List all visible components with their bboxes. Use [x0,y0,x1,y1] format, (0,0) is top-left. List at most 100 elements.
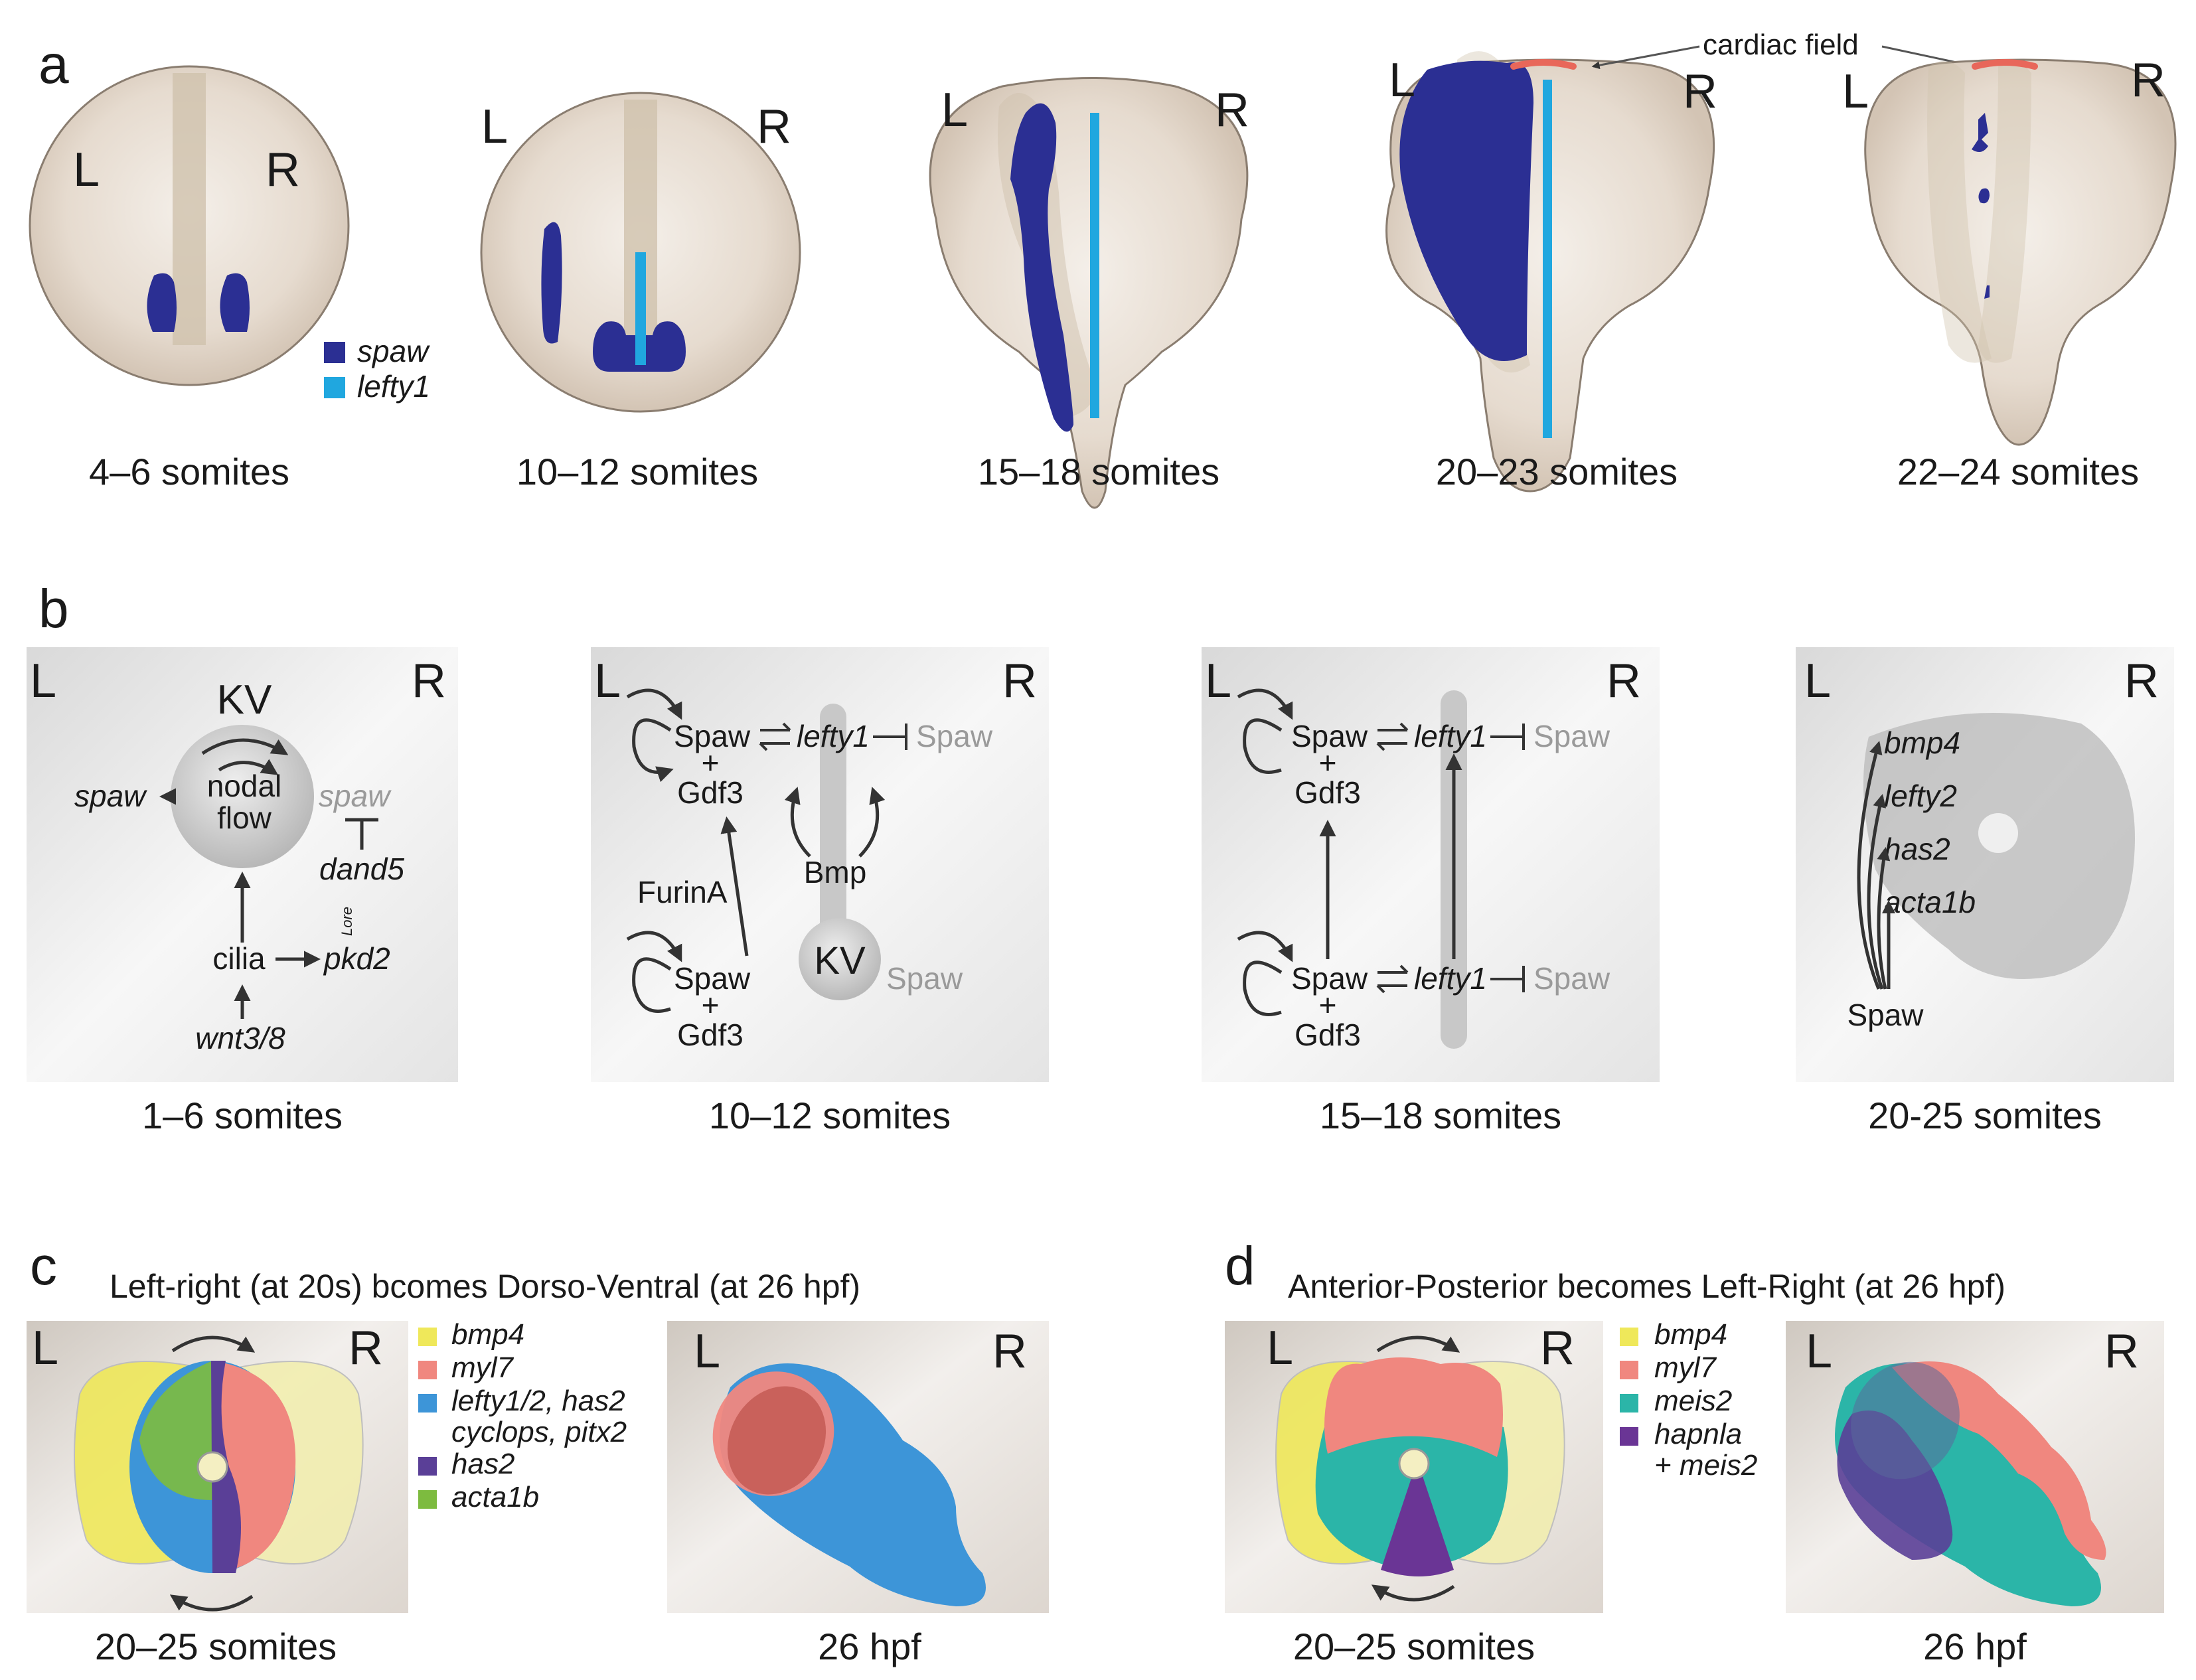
spaw-bottom: Spaw [1291,961,1368,996]
cardiac-field-label: cardiac field [1703,29,1859,61]
flow-arrow-lower [218,759,279,775]
kv-label: KV [217,677,272,723]
exchange-arrow-top [1376,722,1409,751]
right-label: R [2124,654,2159,708]
spaw-to-has2-arrow [1877,847,1891,990]
left-label: L [1806,1325,1832,1378]
rotation-arrow-bottom [169,1594,254,1612]
legend-label-d-hapnla: hapnla [1654,1418,1742,1450]
right-label: R [2104,1325,2139,1378]
legend-label-d-meis2-b: + meis2 [1654,1449,1757,1482]
pkd2-label: pkd2 [323,941,390,976]
legend-label-c-has2: has2 [451,1448,514,1480]
left-label: L [694,1325,720,1378]
embryo-a2 [480,92,801,413]
lore-label: Lore [339,907,355,936]
legend-swatch-d-myl7 [1620,1361,1638,1379]
stage-label-b3: 15–18 somites [1320,1095,1561,1136]
embryo-a4 [1385,51,1715,493]
kv-label: KV [814,939,866,982]
right-label: R [1002,654,1037,708]
stage-label-a2: 10–12 somites [516,451,758,493]
embryo-a5 [1864,58,2177,446]
stage-label-a3: 15–18 somites [978,451,1219,493]
right-label: R [1540,1322,1575,1375]
spaw-top: Spaw [674,719,751,753]
exchange-arrow-bottom [1376,964,1409,994]
legend-label-spaw: spaw [357,334,430,368]
legend-swatch-d-hapnla [1620,1427,1638,1446]
flow-label: flow [217,801,272,835]
right-label: R [992,1325,1027,1378]
panel-d-title: Anterior-Posterior becomes Left-Right (a… [1288,1268,2005,1305]
left-label: L [30,654,56,708]
panel-label-d: d [1225,1236,1255,1296]
heart-lumen [1978,813,2018,853]
legend-label-d-meis2: meis2 [1654,1385,1732,1417]
cardiac-field-pointer-left [1591,45,1700,70]
target-acta1b: acta1b [1884,885,1976,919]
furin-arrow [720,816,749,956]
right-label: R [2131,54,2165,107]
stage-label-d2: 26 hpf [1923,1626,2027,1667]
spaw-left: spaw [74,779,147,813]
left-label: L [32,1322,58,1375]
stage-label-b4: 20-25 somites [1868,1095,2102,1136]
dand5-label: dand5 [319,852,404,886]
legend-label-d-bmp4: bmp4 [1654,1318,1727,1351]
stage-label-d1: 20–25 somites [1293,1626,1535,1667]
bmp-label: Bmp [804,855,867,889]
legend-swatch-c-has2 [418,1457,437,1476]
right-label: R [412,654,446,708]
spaw-grey: spaw [319,779,392,813]
legend-swatch-c-bmp4 [418,1328,437,1346]
exchange-arrow-top [759,722,791,751]
gdf3-bottom: Gdf3 [1294,1018,1361,1052]
bmp-arrow-left [784,787,811,858]
spaw-bottom: Spaw [674,961,751,996]
legend-label-c-acta1b: acta1b [451,1481,539,1513]
spaw-grey-bottom: Spaw [886,961,963,996]
autoregulation-loop-top [1237,688,1293,720]
spaw-source: Spaw [1847,998,1924,1032]
rotation-arrow-bottom [1371,1584,1455,1602]
lefty1-bottom: lefty1 [1414,961,1487,996]
autoregulation-loop-bottom [1237,931,1293,962]
left-label: L [1842,65,1869,118]
heart-d2 [1835,1361,2106,1606]
legend-swatch-d-bmp4 [1620,1328,1638,1346]
plus-bottom: + [1319,988,1337,1022]
embryo-a3 [929,77,1249,509]
plus-top: + [702,745,720,780]
autoregulation-loop-bottom [626,931,682,962]
autoregulation-arrow-top [632,718,674,783]
legend-label-c-myl7: myl7 [451,1351,514,1384]
panel-label-b: b [39,579,69,639]
heart-c2 [712,1363,986,1606]
plus-bottom: + [702,988,720,1022]
left-label: L [1267,1322,1293,1375]
embryo-a1 [29,65,350,386]
stage-label-a1: 4–6 somites [89,451,289,493]
right-label: R [1683,65,1717,118]
spaw-to-lefty2-arrow [1867,794,1887,990]
autoregulation-loop-top [626,688,682,720]
lefty1-top: lefty1 [797,719,870,753]
gdf3-top: Gdf3 [1294,775,1361,810]
left-label: L [481,100,508,153]
right-label: R [1215,84,1249,137]
flow-arrow-upper [201,738,289,755]
legend-label-lefty1: lefty1 [357,369,430,404]
legend-swatch-lefty1 [324,377,345,398]
spaw-grey-top: Spaw [916,719,993,753]
left-label: L [941,84,968,137]
target-has2: has2 [1884,832,1950,866]
legend-label-c-lefty: lefty1/2, has2 [451,1385,625,1417]
target-bmp4: bmp4 [1884,725,1960,760]
left-label: L [1205,654,1231,708]
midline [820,704,846,956]
legend-swatch-c-myl7 [418,1361,437,1379]
right-label: R [349,1322,383,1375]
stage-label-a5: 22–24 somites [1897,451,2139,493]
